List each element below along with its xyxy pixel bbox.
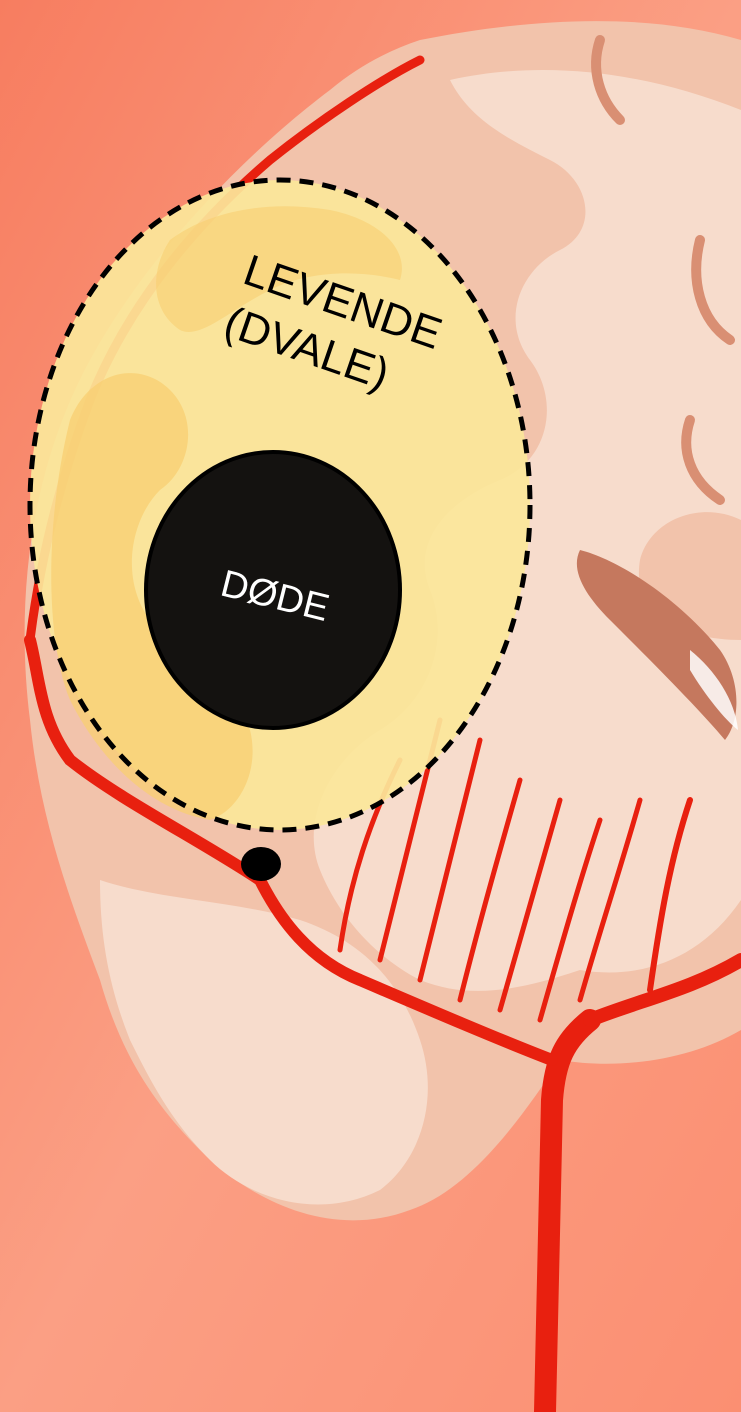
infarct-core: DØDE [146, 452, 400, 728]
occlusion-clot-dot [241, 847, 281, 881]
